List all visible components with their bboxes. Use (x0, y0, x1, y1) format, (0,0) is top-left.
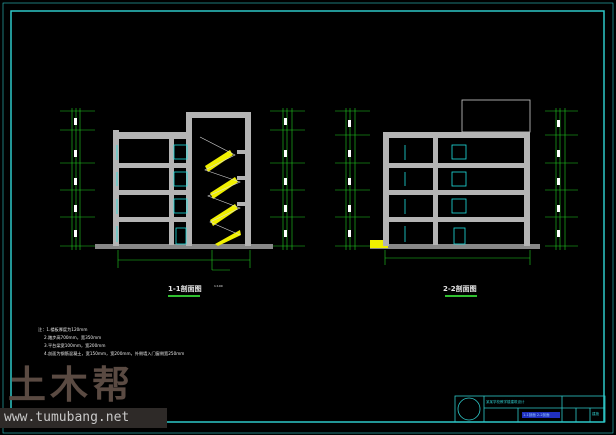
title-underline (168, 295, 200, 297)
title-block (454, 395, 606, 423)
section-1-1-title: 1-1剖面图 (168, 285, 202, 293)
note-3: 3.平台梁宽100mm，宽200mm (44, 343, 106, 348)
title-block-sheet: 建施 (592, 412, 599, 416)
note-4: 4.剖面为钢筋混凝土，宽150mm，宽200mm，外侧墙入门窗侧宽250mm (44, 351, 185, 356)
section-1-1-scale: 1:100 (214, 284, 223, 288)
design-notes: 注：1.楼板厚度为120mm 2.踏步高700mm，宽350mm 3.平台梁宽1… (38, 326, 184, 358)
note-2: 2.踏步高700mm，宽350mm (44, 335, 102, 340)
section-1-1 (60, 108, 305, 271)
section-2-2 (335, 99, 578, 265)
title-underline (445, 295, 477, 297)
watermark-logo: 土木帮 (8, 363, 135, 407)
drawing-frame (10, 10, 605, 423)
title-block-school: 某某学校教学楼建筑设计 (486, 400, 525, 404)
drawing-name-highlight (522, 412, 560, 418)
section-2-2-title: 2-2剖面图 (443, 285, 477, 293)
watermark-url: www.tumubang.net (0, 408, 167, 428)
title-block-drawing-name: 1-1剖面 2-2剖面 (523, 413, 550, 417)
watermark: 土木帮 www.tumubang.net (0, 363, 167, 430)
note-1: 注：1.楼板厚度为120mm (38, 327, 88, 332)
